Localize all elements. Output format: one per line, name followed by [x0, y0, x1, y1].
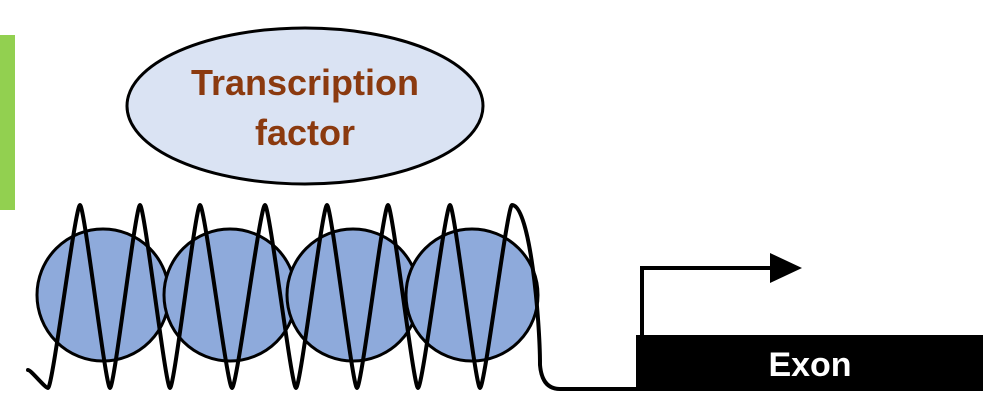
exon-block — [636, 335, 983, 391]
transcription-factor-label-line1: Transcription — [191, 62, 419, 103]
dna-strand — [26, 203, 642, 391]
transcription-factor: Transcription factor — [125, 26, 485, 186]
arrow-head — [770, 253, 802, 283]
exon-label: Exon — [768, 346, 851, 384]
arrow-shaft — [640, 266, 772, 335]
exon: Exon — [636, 335, 983, 391]
side-accent-bar — [0, 35, 15, 210]
transcription-factor-ellipse — [125, 26, 485, 186]
transcription-start-arrow — [640, 253, 802, 335]
transcription-factor-label-line2: factor — [255, 112, 355, 153]
